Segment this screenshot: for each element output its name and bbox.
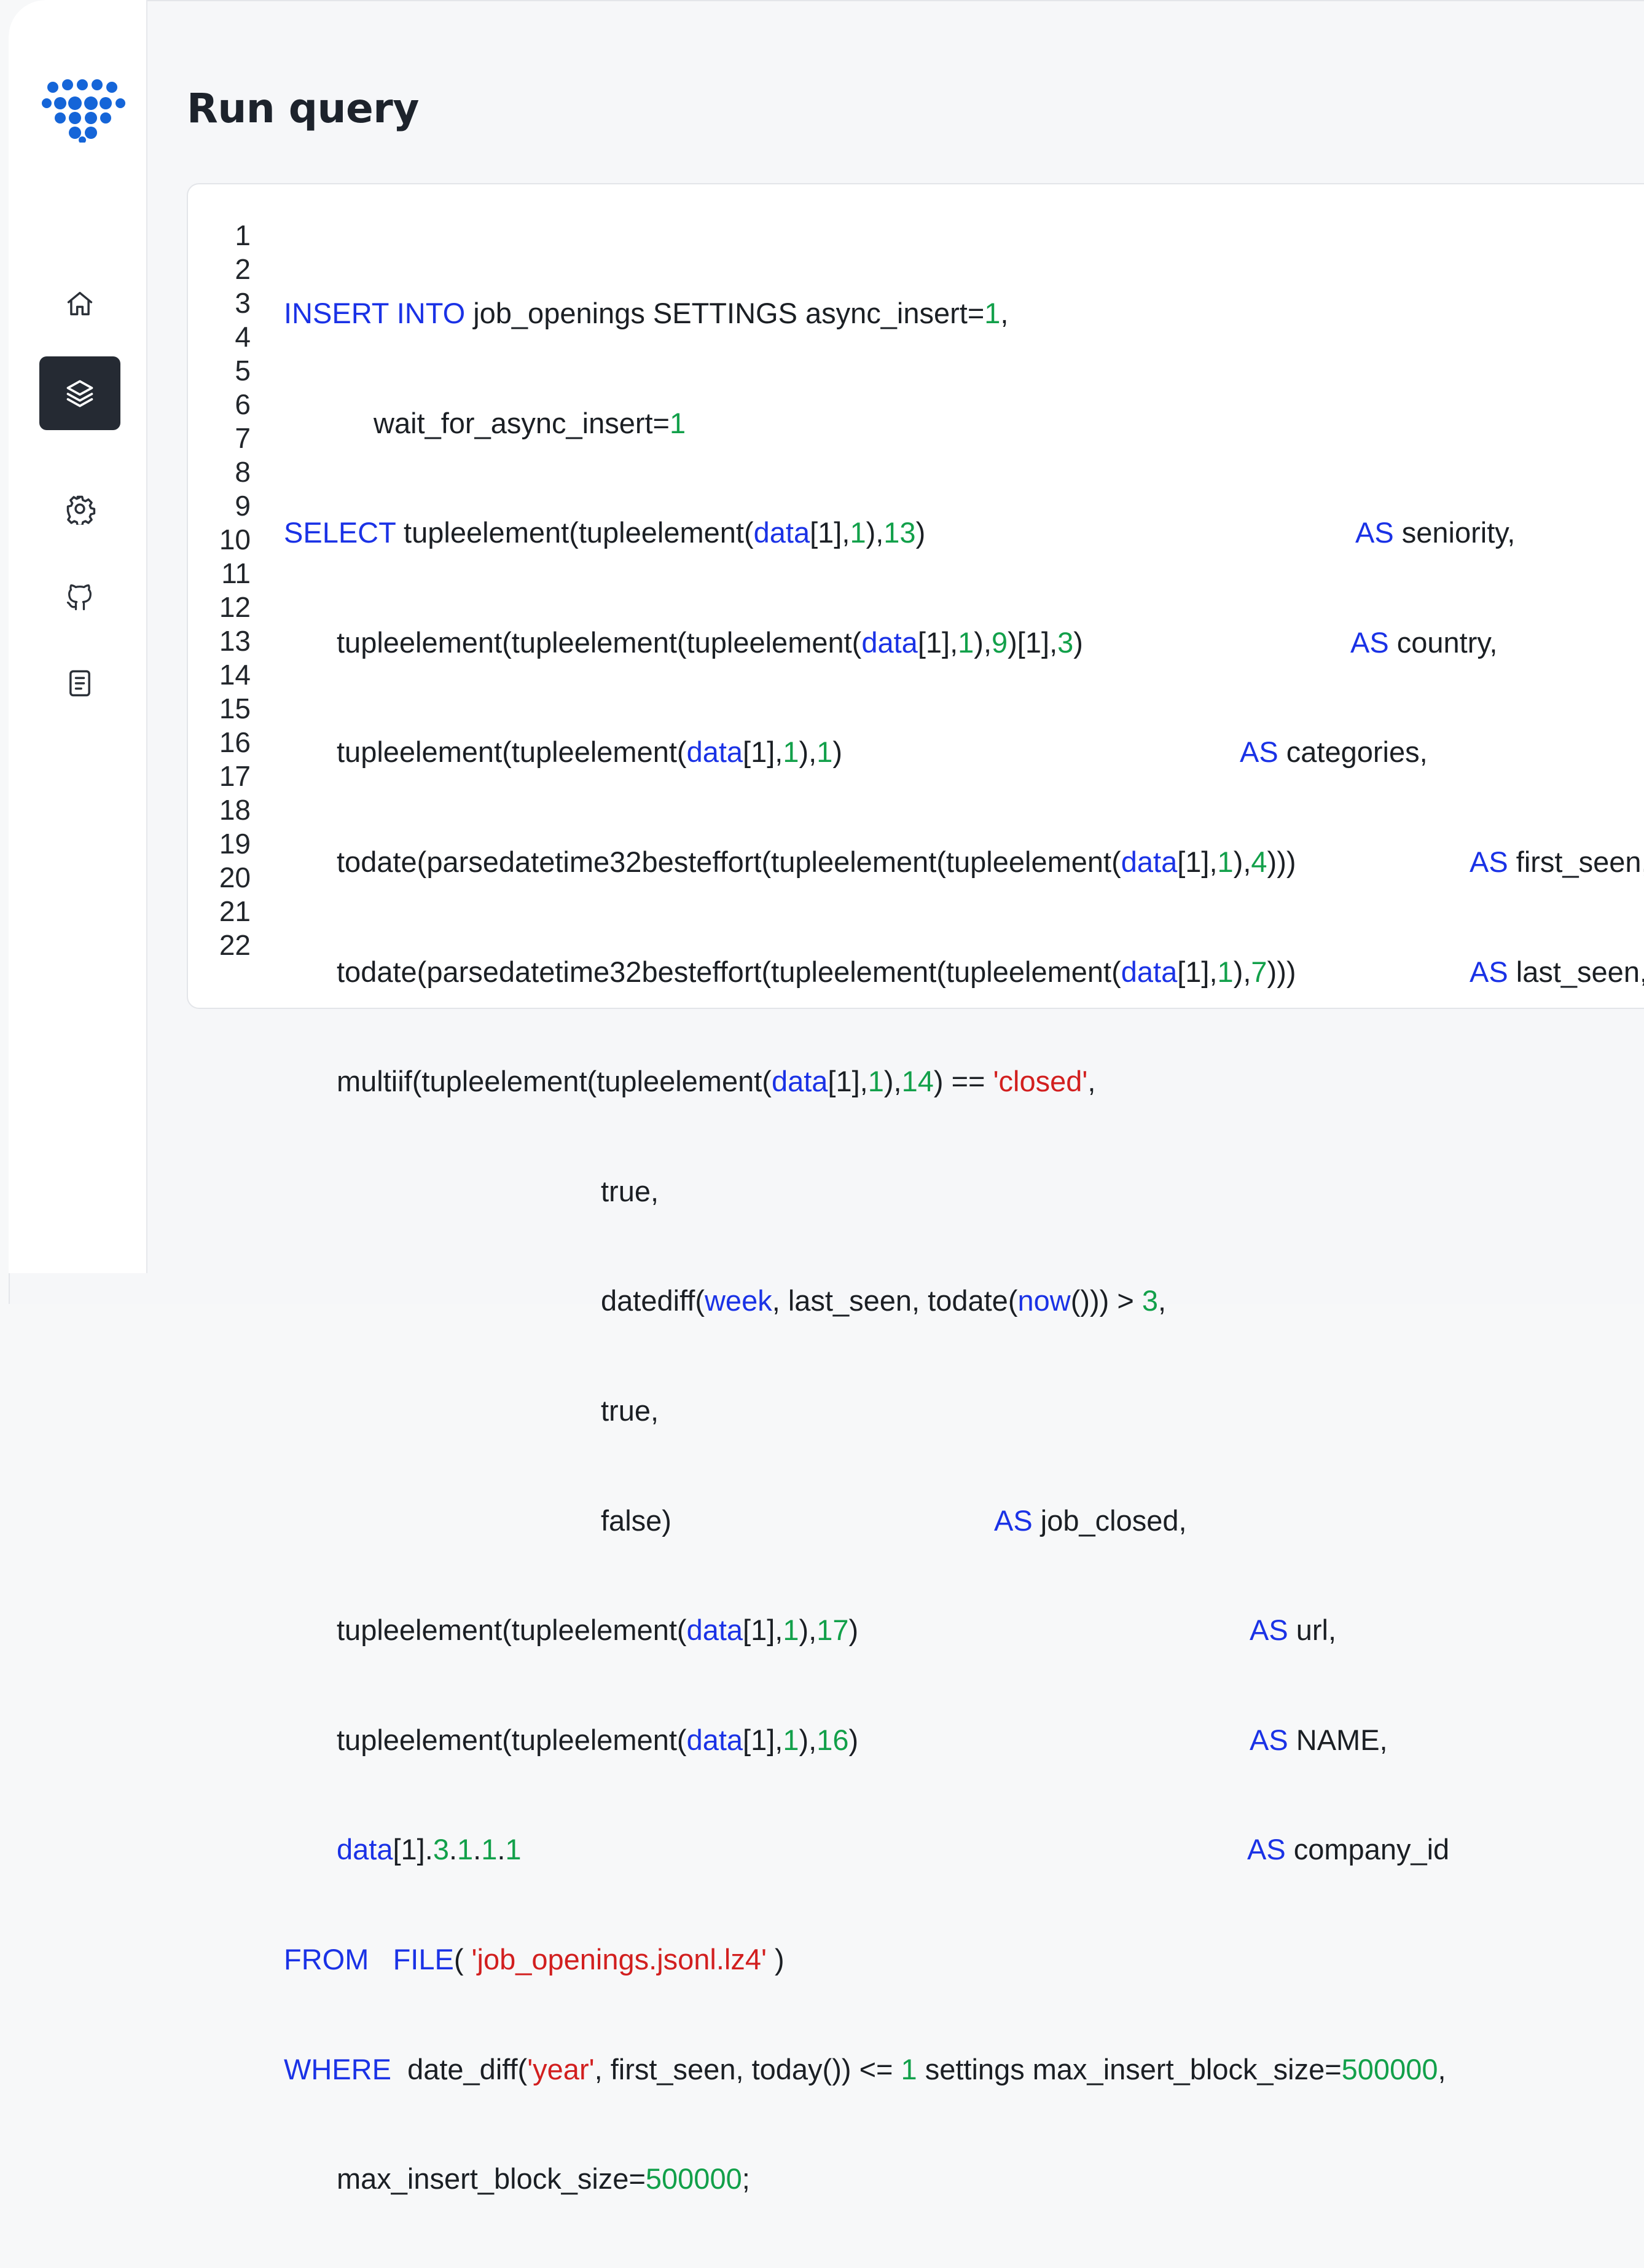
code-line: tupleelement(tupleelement(data[1],1),1) A… (188, 731, 1428, 774)
line-number: 19 (219, 828, 251, 860)
code-line: datediff(week, last_seen, todate(now()))… (188, 1280, 1166, 1322)
code-text: wait_for_async_insert=1 (374, 406, 686, 439)
code-text: AS company_id (1247, 1833, 1450, 1866)
code-line: max_insert_block_size=500000; (188, 2158, 750, 2200)
code-text: tupleelement(tupleelement(data[1],1),17) (337, 1614, 859, 1647)
code-line: true, (188, 1390, 659, 1432)
code-text: SELECT tupleelement(tupleelement(data[1]… (284, 516, 926, 549)
sidebar-item-settings[interactable] (39, 472, 120, 546)
github-icon (66, 584, 92, 611)
line-number: 18 (219, 794, 251, 826)
line-number: 6 (235, 388, 251, 420)
code-text: AS last_seen, (1470, 955, 1644, 988)
code-text: AS country, (1350, 626, 1498, 659)
sidebar-item-home[interactable] (39, 267, 120, 340)
line-number: 12 (219, 591, 251, 623)
query-editor[interactable]: 1 2 3 4 5 6 7 8 9 10 11 12 13 14 15 16 1… (187, 183, 1644, 2195)
home-icon (67, 291, 93, 316)
line-number: 7 (235, 422, 251, 454)
code-text: data[1].3.1.1.1 (337, 1833, 522, 1866)
main-content: Run query 1 2 3 4 5 6 7 8 9 10 11 12 13 … (147, 0, 1644, 2195)
code-text: tupleelement(tupleelement(tupleelement(d… (337, 626, 1083, 659)
code-line: todate(parsedatetime32besteffort(tupleel… (188, 951, 1644, 994)
code-text: FROM FILE( 'job_openings.jsonl.lz4' ) (284, 1942, 785, 1976)
code-text: AS seniority, (1355, 516, 1516, 549)
sidebar-item-docs[interactable] (39, 646, 120, 720)
code-text: false) (601, 1504, 671, 1537)
code-line: false) AS job_closed, (188, 1500, 1187, 1542)
code-text: WHERE date_diff('year', first_seen, toda… (284, 2052, 1446, 2086)
line-number: 22 (219, 929, 251, 961)
code-text: tupleelement(tupleelement(data[1],1),1) (337, 736, 843, 769)
line-number: 21 (219, 895, 251, 927)
code-line: todate(parsedatetime32besteffort(tupleel… (188, 841, 1644, 884)
code-text: todate(parsedatetime32besteffort(tupleel… (337, 955, 1296, 988)
code-line: multiif(tupleelement(tupleelement(data[1… (188, 1061, 1095, 1103)
code-text: multiif(tupleelement(tupleelement(data[1… (337, 1065, 1096, 1098)
code-line: tupleelement(tupleelement(data[1],1),17)… (188, 1609, 1336, 1652)
code-text: AS job_closed, (994, 1504, 1187, 1537)
sidebar-item-github[interactable] (39, 560, 120, 634)
gear-icon (66, 495, 96, 525)
code-line: wait_for_async_insert=1 (188, 402, 686, 445)
line-number: 17 (219, 760, 251, 792)
line-number: 14 (219, 659, 251, 691)
line-number-gutter: 1 2 3 4 5 6 7 8 9 10 11 12 13 14 15 16 1… (208, 219, 251, 962)
code-text: todate(parsedatetime32besteffort(tupleel… (337, 845, 1296, 878)
sidebar (9, 0, 147, 1273)
code-line: tupleelement(tupleelement(tupleelement(d… (188, 622, 1497, 664)
code-line: data[1].3.1.1.1 AS company_id (188, 1829, 1449, 1871)
line-number: 11 (221, 557, 251, 589)
code-line: tupleelement(tupleelement(data[1],1),16)… (188, 1719, 1388, 1762)
code-text: true, (601, 1394, 659, 1427)
dots-logo-icon[interactable] (42, 79, 125, 143)
document-icon (69, 670, 90, 697)
line-number: 16 (219, 726, 251, 758)
code-text: AS NAME, (1250, 1723, 1388, 1756)
code-text: AS first_seen, (1470, 845, 1644, 878)
code-text: datediff(week, last_seen, todate(now()))… (601, 1284, 1167, 1317)
code-text: INSERT INTO job_openings SETTINGS async_… (284, 297, 1009, 329)
code-area[interactable]: INSERT INTO job_openings SETTINGS async_… (188, 225, 1644, 2268)
line-number: 1 (235, 219, 251, 251)
code-line: true, (188, 1171, 659, 1213)
line-number: 15 (219, 693, 251, 724)
code-text: max_insert_block_size=500000; (337, 2162, 750, 2195)
code-line: WHERE date_diff('year', first_seen, toda… (188, 2049, 1446, 2091)
line-number: 10 (219, 524, 251, 555)
line-number: 5 (235, 355, 251, 387)
line-number: 9 (235, 490, 251, 522)
sidebar-item-layers[interactable] (39, 356, 120, 430)
line-number: 3 (235, 287, 251, 319)
code-text: true, (601, 1174, 659, 1207)
code-text: AS url, (1250, 1614, 1337, 1647)
code-line: INSERT INTO job_openings SETTINGS async_… (188, 292, 1008, 335)
layers-icon (66, 380, 93, 407)
line-number: 13 (219, 625, 251, 657)
code-text: AS categories, (1240, 736, 1428, 769)
code-text: tupleelement(tupleelement(data[1],1),16) (337, 1723, 859, 1756)
line-number: 2 (235, 253, 251, 285)
page-title: Run query (187, 85, 419, 132)
line-number: 20 (219, 861, 251, 893)
line-number: 4 (235, 321, 251, 353)
line-number: 8 (235, 456, 251, 488)
code-line: FROM FILE( 'job_openings.jsonl.lz4' ) (188, 1939, 785, 1981)
code-line: SELECT tupleelement(tupleelement(data[1]… (188, 512, 1515, 554)
